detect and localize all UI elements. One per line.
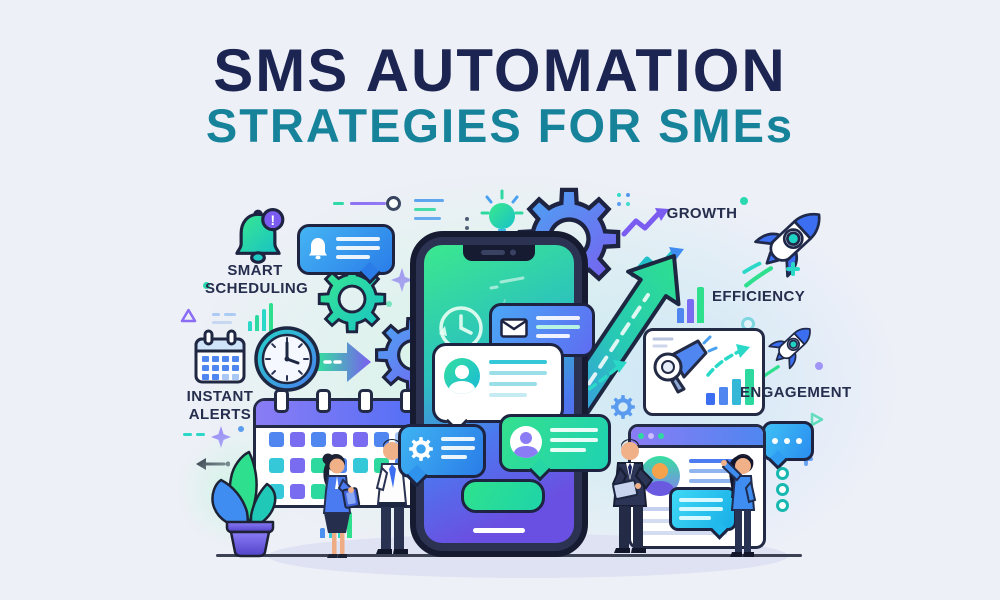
plus-icon [786,262,800,276]
deco-dash [183,433,192,436]
alert-badge-text: ! [270,213,275,228]
label-smart-scheduling: SMART SCHEDULING [205,262,309,297]
calendar-ring [358,389,373,413]
label-instant-alerts: INSTANT ALERTS [186,388,254,423]
rocket-icon [742,196,837,288]
megaphone-card [643,328,765,416]
message-gear-bubble [398,424,486,488]
chat-bubble-bell [297,224,395,285]
avatar-icon [510,426,542,458]
megaphone-analytics-icon [652,335,754,405]
plant-icon [211,450,277,558]
gear-icon [409,437,433,461]
clock-icon [254,326,320,392]
title-block: SMS AUTOMATION STRATEGIES FOR SMEs [0,40,1000,151]
title-line-2: STRATEGIES FOR SMEs [205,99,795,153]
label-efficiency: EFFICIENCY [712,288,806,305]
browser-titlebar [631,427,763,448]
bar-chart-icon [677,286,705,323]
message-avatar-green-bubble [499,414,611,482]
deco-ring [776,467,789,480]
mini-bar-chart-icon [248,303,276,331]
envelope-icon [500,318,528,338]
deco-ring [776,483,789,496]
arrow-right-icon [317,342,371,382]
calendar-ring [274,389,289,413]
typing-bubble [762,421,814,470]
person-man-pointing [375,439,425,554]
deco-ring [776,499,789,512]
bell-icon [309,238,327,260]
message-avatar-bubble [432,343,564,433]
calendar-ring [316,389,331,413]
title-line-1: SMS AUTOMATION [213,37,787,104]
person-woman-calendar [322,453,361,558]
calendar-small-icon [194,329,246,384]
notification-bell-icon: ! [235,208,285,264]
zigzag-arrow-purple-icon [621,208,669,237]
person-woman-pointing [721,454,757,557]
avatar-icon [444,358,480,394]
deco-dot [203,282,210,289]
label-engagement: ENGAGEMENT [740,384,852,401]
reply-pill-button [461,479,545,513]
person-man-tablet [611,439,654,553]
label-growth: GROWTH [666,205,738,222]
